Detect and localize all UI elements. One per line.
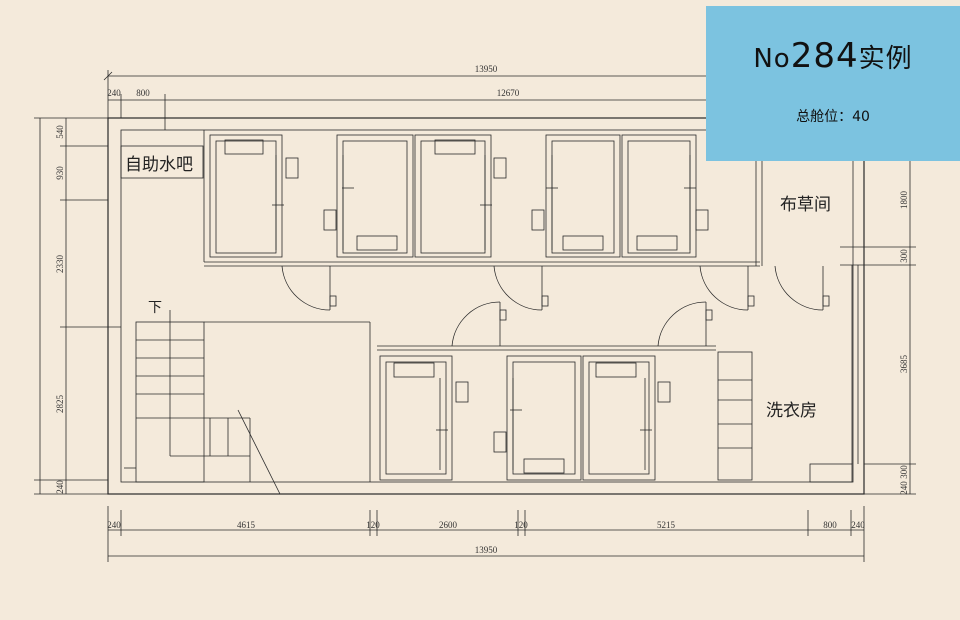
dim-left-e: 240 xyxy=(55,480,65,494)
case-prefix: No xyxy=(753,44,791,74)
dim-bottom-b: 4615 xyxy=(237,520,256,530)
dim-top-a: 240 xyxy=(107,88,121,98)
capacity-label: 总舱位：40 xyxy=(796,109,870,125)
label-stair-down: 下 xyxy=(148,300,162,316)
inner-wall xyxy=(120,129,854,483)
label-linen-room: 布草间 xyxy=(780,195,831,215)
dim-bottom-f: 5215 xyxy=(657,520,676,530)
label-laundry-room: 洗衣房 xyxy=(766,401,817,421)
capsule-upper-2 xyxy=(336,134,414,258)
capsule-lower-1 xyxy=(379,355,453,481)
case-badge: No284实例 总舱位：40 xyxy=(706,6,960,161)
laundry-machines xyxy=(717,351,753,481)
dim-bottom-c: 120 xyxy=(366,520,380,530)
capsule-upper-1 xyxy=(209,134,283,258)
case-number: 284 xyxy=(790,36,859,76)
dim-bottom-overall: 13950 xyxy=(475,545,498,555)
dim-bottom-g: 800 xyxy=(823,520,837,530)
dim-left-b: 930 xyxy=(55,166,65,180)
capsule-upper-4 xyxy=(545,134,621,258)
dim-left-c: 2330 xyxy=(55,255,65,274)
dim-right-c: 3685 xyxy=(899,355,909,374)
dim-bottom-h: 240 xyxy=(851,520,865,530)
dim-left-d: 2825 xyxy=(55,395,65,414)
dim-bottom-a: 240 xyxy=(107,520,121,530)
case-title: No284实例 xyxy=(706,36,960,76)
capsule-lower-2 xyxy=(506,355,582,481)
dim-top-c: 12670 xyxy=(497,88,520,98)
dim-bottom-d: 2600 xyxy=(439,520,458,530)
label-water-bar: 自助水吧 xyxy=(125,155,193,175)
dim-top-b: 800 xyxy=(136,88,150,98)
dim-right-a: 1800 xyxy=(899,191,909,210)
capsule-lower-3 xyxy=(582,355,656,481)
dim-right-b: 300 xyxy=(899,249,909,263)
dim-right-d: 240 xyxy=(899,481,909,495)
outer-wall xyxy=(107,117,865,495)
case-suffix: 实例 xyxy=(858,44,913,74)
dim-right-e: 300 xyxy=(899,465,909,479)
capsule-upper-3 xyxy=(414,134,492,258)
dim-bottom-e: 120 xyxy=(514,520,528,530)
capsule-upper-5 xyxy=(621,134,697,258)
dim-left-a: 540 xyxy=(55,125,65,139)
dim-top-overall: 13950 xyxy=(475,64,498,74)
